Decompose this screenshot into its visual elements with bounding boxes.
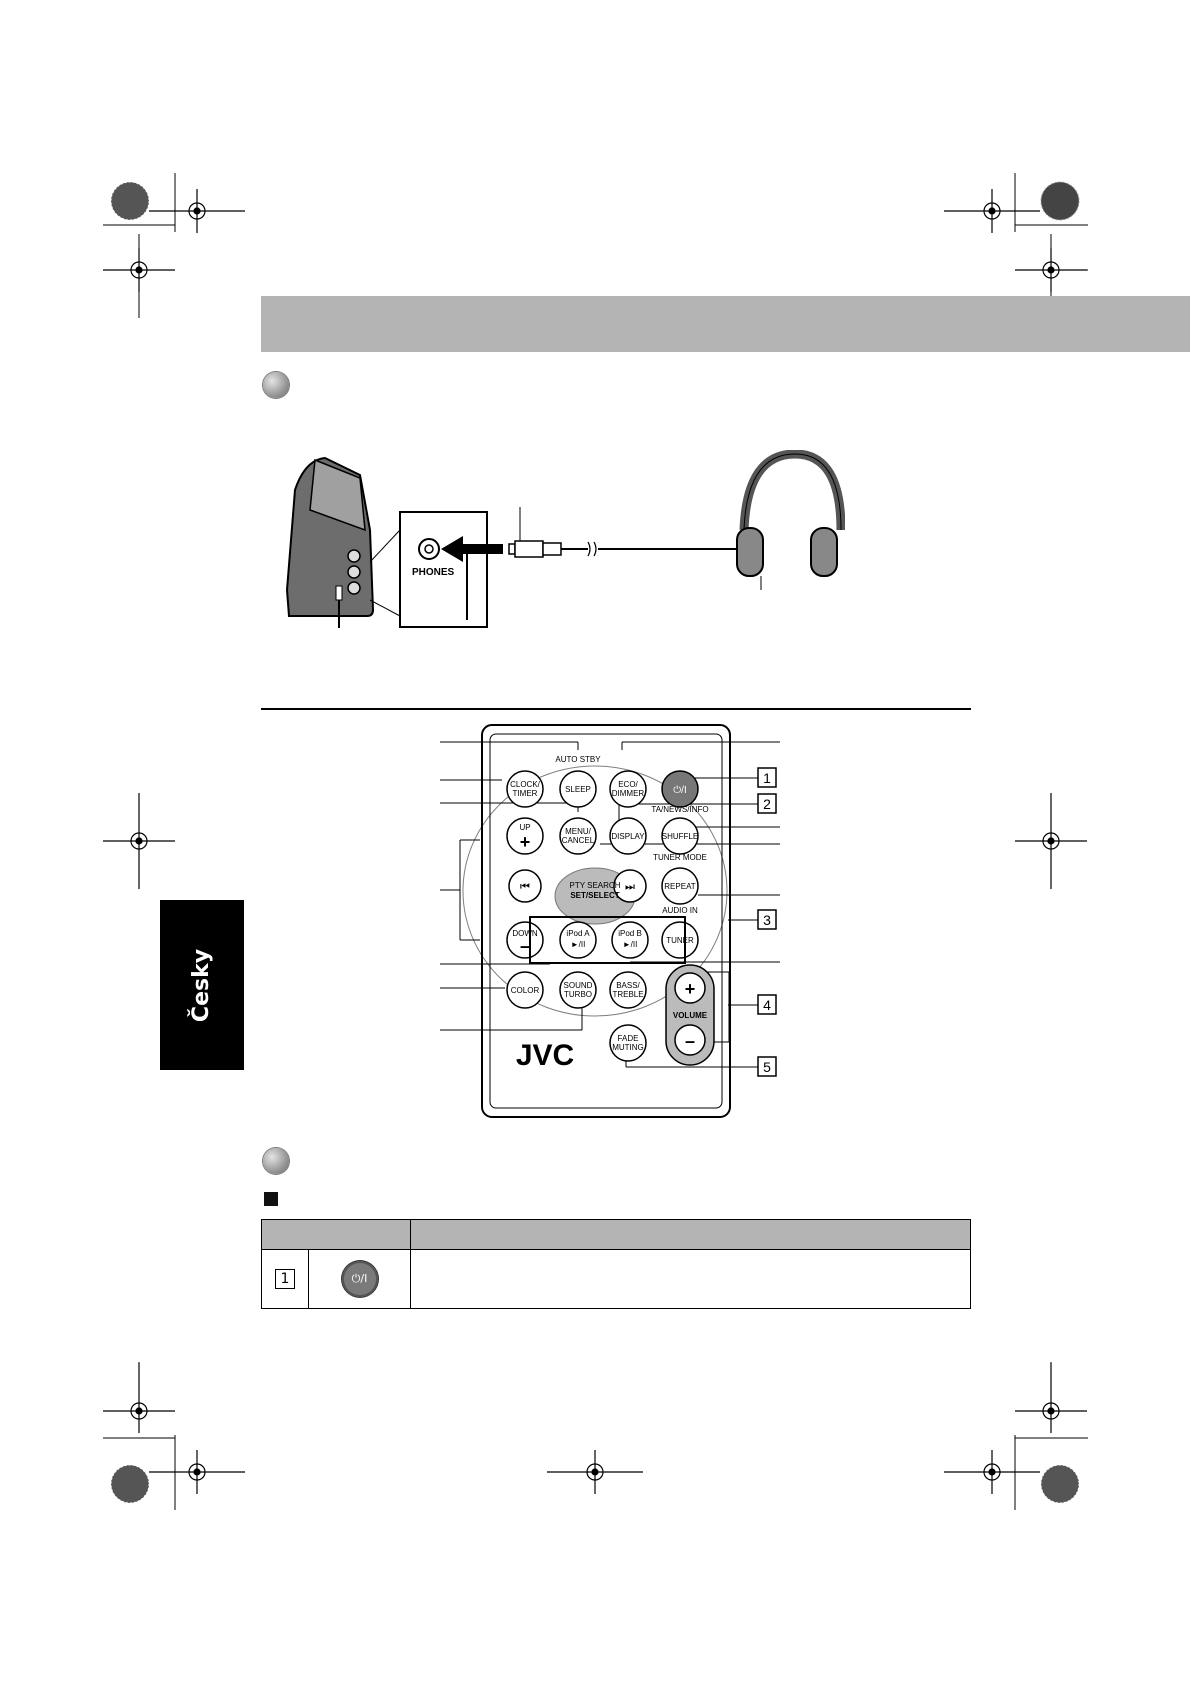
fade-muting-button (609, 1024, 647, 1062)
prev-button (508, 869, 542, 903)
up-label: UP (519, 823, 530, 832)
volume-plus-icon: + (685, 979, 696, 999)
display-label: DISPLAY (611, 832, 645, 841)
sound-label: SOUND (564, 981, 593, 990)
shuffle-label: SHUFFLE (662, 832, 698, 841)
square-bullet-icon (264, 1192, 278, 1206)
tuner-button (661, 921, 699, 959)
section-rule (261, 708, 971, 710)
table-row: 1 ⏻/I (261, 1249, 971, 1309)
auto-stby-label: AUTO STBY (555, 755, 601, 764)
power-button (661, 770, 699, 808)
headphones-connection-figure: PHONES (285, 450, 845, 628)
eco-label: ECO/ (618, 780, 638, 789)
up-plus-icon: + (520, 832, 531, 852)
section-bullet-icon (263, 372, 289, 398)
down-label: DOWN (512, 929, 538, 938)
ipod-a-play-icon: ►/II (571, 940, 586, 949)
ipod-a-label: iPod A (566, 929, 590, 938)
repeat-button (661, 867, 699, 905)
ipod-b-play-icon: ►/II (623, 940, 638, 949)
set-select-label: SET/SELECT (570, 891, 619, 900)
prev-icon: ⏮ (520, 881, 530, 893)
volume-label: VOLUME (673, 1011, 708, 1020)
repeat-label: REPEAT (664, 882, 696, 891)
timer-label: TIMER (513, 789, 538, 798)
eco-dimmer-button (609, 770, 647, 808)
display-button (609, 817, 647, 855)
menu-cancel-button (559, 817, 597, 855)
volume-plus-button (674, 972, 706, 1004)
volume-minus-icon: – (685, 1031, 695, 1051)
sound-turbo-button (559, 971, 597, 1009)
callout-1: 1 (763, 770, 771, 786)
ipod-a-button (559, 921, 597, 959)
muting-label: MUTING (612, 1043, 644, 1052)
table-header-button-col (261, 1219, 411, 1250)
section-header-band (261, 296, 1190, 352)
callout-3: 3 (763, 912, 771, 928)
table-cell-number: 1 (261, 1249, 309, 1309)
bass-label: BASS/ (616, 981, 640, 990)
table-cell-description (410, 1249, 971, 1309)
clock-label: CLOCK/ (510, 780, 541, 789)
language-label: Česky (189, 948, 215, 1022)
color-button (506, 971, 544, 1009)
audio-in-label: AUDIO IN (662, 906, 698, 915)
phones-jack-label: PHONES (412, 567, 455, 578)
ta-news-info-label: TA/NEWS/INFO (651, 805, 708, 814)
up-button (506, 817, 544, 855)
power-label: ⏻/I (673, 785, 686, 796)
volume-minus-button (674, 1024, 706, 1056)
clock-timer-button (506, 770, 544, 808)
sleep-label: SLEEP (565, 785, 591, 794)
ipod-b-button (611, 921, 649, 959)
color-label: COLOR (511, 986, 540, 995)
table-header-description-col (410, 1219, 971, 1250)
tuner-label: TUNER (666, 936, 694, 945)
ipod-b-label: iPod B (618, 929, 642, 938)
row-number: 1 (275, 1269, 295, 1289)
dimmer-label: DIMMER (612, 789, 645, 798)
tuner-mode-label: TUNER MODE (653, 853, 707, 862)
remote-control-figure: 1 2 3 4 5 AUTO STBY CLOCK/ (440, 724, 780, 1118)
sleep-button (559, 770, 597, 808)
cancel-label: CANCEL (562, 836, 595, 845)
table-header-row (261, 1219, 971, 1250)
pty-search-label: PTY SEARCH (570, 881, 621, 890)
power-button-icon: ⏻/I (341, 1261, 378, 1297)
next-icon: ⏭ (625, 881, 635, 893)
callout-5: 5 (763, 1059, 771, 1075)
menu-label: MENU/ (565, 827, 592, 836)
treble-label: TREBLE (612, 990, 643, 999)
turbo-label: TURBO (564, 990, 592, 999)
shuffle-button (661, 817, 699, 855)
power-symbol: ⏻/I (351, 1272, 368, 1285)
button-table: 1 ⏻/I (261, 1219, 971, 1309)
section-bullet-icon (263, 1148, 289, 1174)
callout-2: 2 (763, 796, 771, 812)
next-button (613, 869, 647, 903)
language-side-tab: Česky (160, 900, 244, 1070)
down-minus-icon: – (520, 936, 530, 956)
callout-4: 4 (763, 997, 771, 1013)
fade-label: FADE (618, 1034, 639, 1043)
bass-treble-button (609, 971, 647, 1009)
jvc-logo: JVC (516, 1039, 574, 1072)
table-cell-button: ⏻/I (308, 1249, 411, 1309)
down-button (506, 921, 544, 959)
